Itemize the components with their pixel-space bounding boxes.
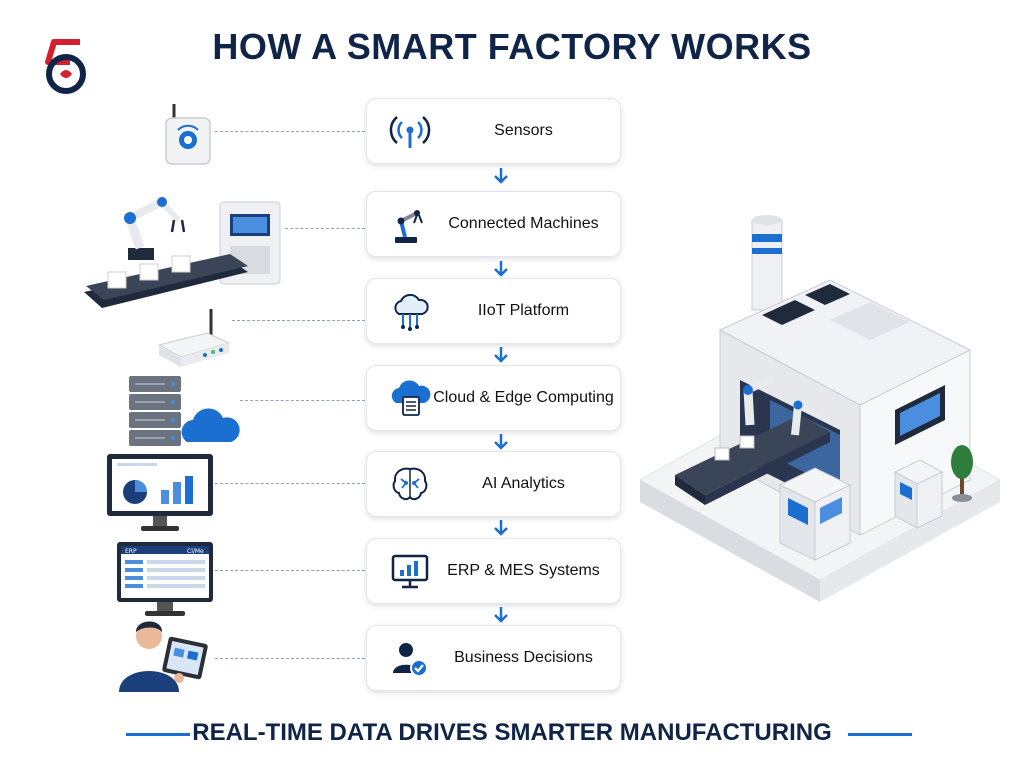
step-label: Sensors — [433, 121, 614, 141]
erp-screen-header: ERP — [125, 548, 137, 555]
step-card-business-decisions: Business Decisions — [366, 625, 621, 691]
user-check-icon — [387, 635, 433, 681]
erp-monitor-icon: ERP Cl/Me — [115, 540, 215, 618]
connector-line — [240, 400, 365, 401]
edge-gateway-device-icon — [155, 305, 233, 371]
step-label: IIoT Platform — [433, 301, 614, 321]
step-label: Business Decisions — [433, 648, 614, 668]
cloud-circuit-icon — [387, 288, 433, 334]
flow-arrow-down-icon — [492, 519, 510, 537]
flow-arrow-down-icon — [492, 346, 510, 364]
manager-with-tablet-icon — [115, 612, 215, 692]
connector-line — [215, 570, 365, 571]
wireless-sensor-icon — [387, 108, 433, 154]
flow-arrow-down-icon — [492, 433, 510, 451]
robot-arm-icon — [387, 201, 433, 247]
flow-arrow-down-icon — [492, 167, 510, 185]
flow-arrow-down-icon — [492, 606, 510, 624]
flow-arrow-down-icon — [492, 260, 510, 278]
connector-line — [215, 483, 365, 484]
monitor-chart-icon — [387, 548, 433, 594]
connector-line — [285, 228, 365, 229]
step-label: Cloud & Edge Computing — [433, 388, 614, 408]
step-card-sensors: Sensors — [366, 98, 621, 164]
brain-icon — [387, 461, 433, 507]
connector-line — [215, 131, 365, 132]
analytics-monitor-icon — [105, 452, 215, 534]
footer-rule-right — [848, 733, 912, 736]
cloud-server-icon — [387, 375, 433, 421]
step-card-cloud-edge: Cloud & Edge Computing — [366, 365, 621, 431]
smart-factory-illustration — [630, 210, 1010, 610]
step-label: Connected Machines — [433, 214, 614, 234]
server-cloud-icon — [125, 372, 240, 450]
step-card-connected-machines: Connected Machines — [366, 191, 621, 257]
erp-screen-side: Cl/Me — [187, 548, 204, 555]
page-title: HOW A SMART FACTORY WORKS — [0, 26, 1024, 68]
iot-sensor-device-icon — [160, 100, 216, 168]
connector-line — [215, 658, 365, 659]
step-card-iiot-platform: IIoT Platform — [366, 278, 621, 344]
step-label: AI Analytics — [433, 474, 614, 494]
step-card-ai-analytics: AI Analytics — [366, 451, 621, 517]
step-label: ERP & MES Systems — [433, 561, 614, 581]
step-card-erp-mes: ERP & MES Systems — [366, 538, 621, 604]
